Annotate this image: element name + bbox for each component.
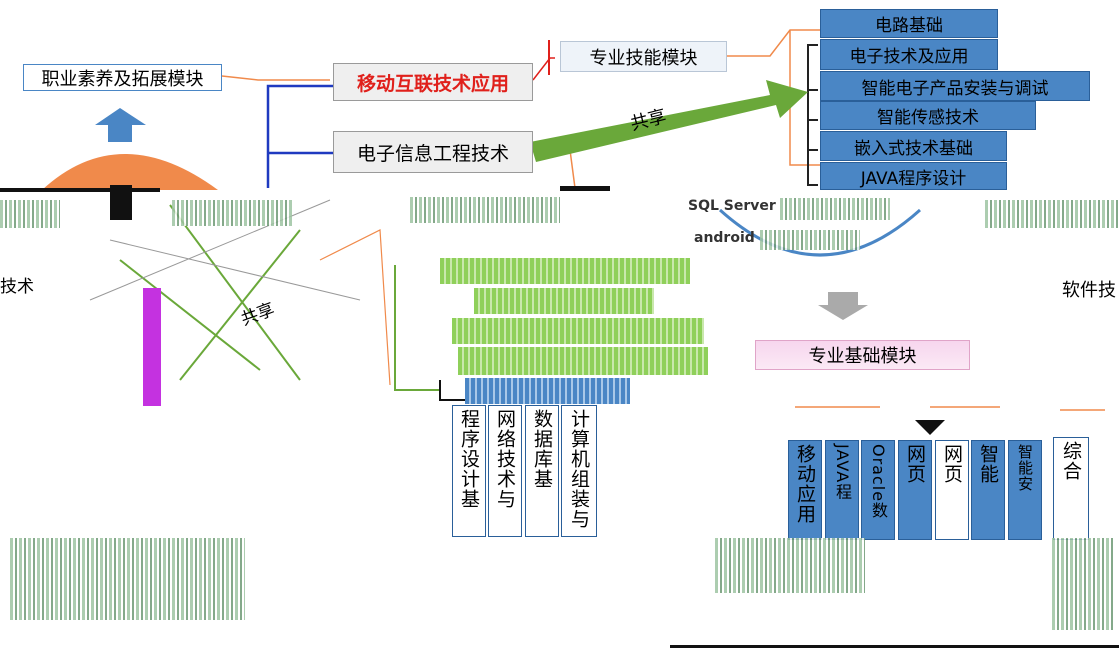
course-box: 智能安 <box>1008 440 1042 540</box>
garbled-region <box>715 538 865 593</box>
course-bar <box>440 258 690 284</box>
course-bar <box>465 378 630 404</box>
mobile-app-tech-box: 移动互联技术应用 <box>333 63 533 101</box>
garbled-region <box>985 200 1119 228</box>
course-box: Oracle数 <box>861 440 895 540</box>
course-box: JAVA程 <box>825 440 859 540</box>
orange-dome <box>42 154 218 190</box>
skill-module-box: 专业技能模块 <box>560 41 727 72</box>
sql-label: SQL Server <box>688 198 776 214</box>
professional-literacy-box: 职业素养及拓展模块 <box>23 64 222 91</box>
garbled-region <box>0 200 60 228</box>
skill-item: 嵌入式技术基础 <box>820 131 1007 161</box>
course-box: 网络技术与 <box>488 405 522 537</box>
course-bar <box>458 347 708 375</box>
course-box: 智能 <box>971 440 1005 540</box>
garbled-region <box>172 200 292 226</box>
course-bar <box>474 288 654 314</box>
skill-item: 电子技术及应用 <box>820 39 998 70</box>
garbled-region <box>410 197 560 223</box>
garbled-region <box>1052 538 1114 630</box>
course-box: 网页 <box>898 440 932 540</box>
course-box: 移动应用 <box>788 440 822 540</box>
course-bar <box>452 318 704 344</box>
skill-item: 电路基础 <box>820 9 998 38</box>
course-box: 计算机组装与 <box>561 405 597 537</box>
shared-arrow <box>530 80 808 162</box>
up-arrow-icon <box>95 108 146 142</box>
android-label: android <box>694 230 755 246</box>
right-fragment-label: 软件技 <box>1062 280 1116 301</box>
skill-item: 智能传感技术 <box>820 101 1036 130</box>
course-box: 程序设计基 <box>452 405 486 537</box>
course-box: 数据库基 <box>525 405 559 537</box>
skill-item: JAVA程序设计 <box>820 162 1007 190</box>
purple-bar <box>143 288 161 406</box>
skill-item: 智能电子产品安装与调试 <box>820 71 1090 101</box>
garbled-region <box>10 538 245 620</box>
course-box: 网页 <box>935 440 969 540</box>
course-box: 综合 <box>1053 437 1089 540</box>
left-fragment-label: 技术 <box>0 277 34 297</box>
ee-tech-box: 电子信息工程技术 <box>333 131 533 173</box>
basic-module-box: 专业基础模块 <box>755 340 970 370</box>
